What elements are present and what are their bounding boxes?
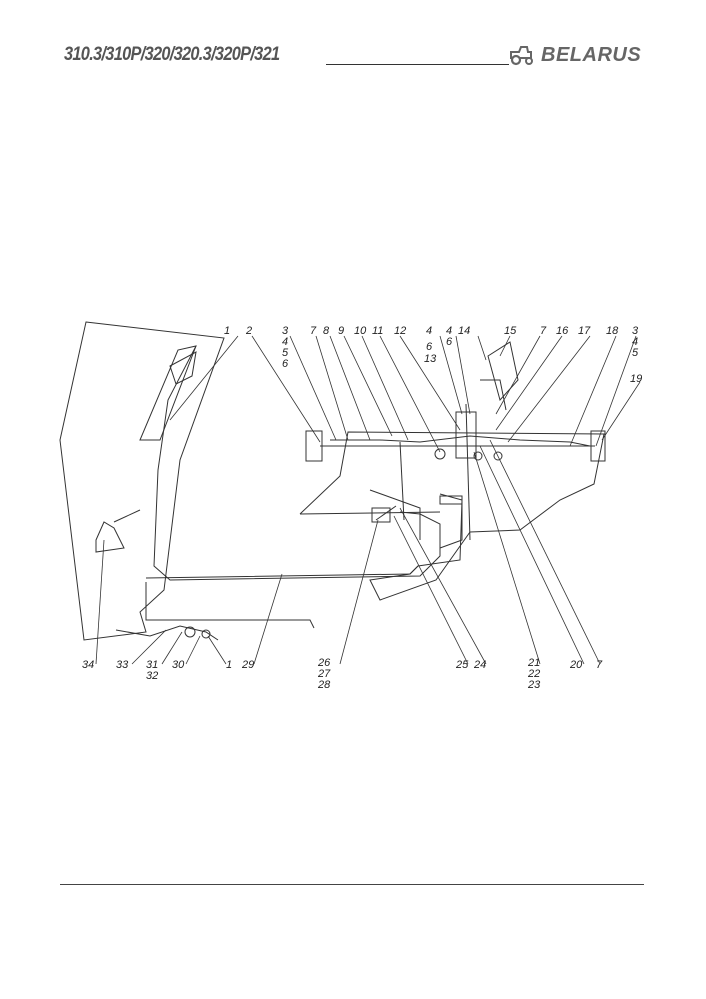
callout-27: 27 <box>317 668 331 680</box>
callout-33: 33 <box>116 659 129 671</box>
callout-4: 4 <box>282 336 288 348</box>
callout-21: 21 <box>527 657 540 669</box>
callout-4-c: 4 <box>446 325 452 337</box>
callout-5: 5 <box>282 347 289 359</box>
callout-16: 16 <box>556 325 569 337</box>
callout-labels: 1 2 3 4 5 6 7 8 9 10 11 12 4 6 13 4 6 14… <box>82 325 642 691</box>
callout-18: 18 <box>606 325 619 337</box>
callout-2: 2 <box>245 325 252 337</box>
callout-12: 12 <box>394 325 406 337</box>
callout-1: 1 <box>224 325 230 337</box>
leader-lines <box>95 335 641 665</box>
callout-8: 8 <box>323 325 330 337</box>
callout-7: 7 <box>310 325 317 337</box>
callout-6-c: 6 <box>446 336 453 348</box>
callout-4-b: 4 <box>426 325 432 337</box>
callout-34: 34 <box>82 659 94 671</box>
callout-15: 15 <box>504 325 517 337</box>
callout-32: 32 <box>146 670 158 682</box>
callout-30: 30 <box>172 659 185 671</box>
callout-7-c: 7 <box>596 659 603 671</box>
brand-name: BELARUS <box>541 43 642 66</box>
callout-6-b: 6 <box>426 341 433 353</box>
callout-9: 9 <box>338 325 344 337</box>
callout-23: 23 <box>527 679 541 691</box>
callout-25: 25 <box>455 659 469 671</box>
callout-7-b: 7 <box>540 325 547 337</box>
callout-10: 10 <box>354 325 367 337</box>
brand-logo: BELARUS <box>507 42 641 68</box>
callout-26: 26 <box>317 657 331 669</box>
callout-29: 29 <box>241 659 254 671</box>
callout-22: 22 <box>527 668 540 680</box>
callout-5-b: 5 <box>632 347 639 359</box>
callout-31: 31 <box>146 659 158 671</box>
footer-rule <box>60 884 644 885</box>
callout-20: 20 <box>569 659 583 671</box>
callout-4-d: 4 <box>632 336 638 348</box>
diagram-outline <box>59 321 606 641</box>
callout-14: 14 <box>458 325 470 337</box>
callout-3-b: 3 <box>632 325 639 337</box>
callout-17: 17 <box>578 325 591 337</box>
callout-28: 28 <box>317 679 331 691</box>
tractor-icon <box>510 46 533 66</box>
page-title: 310.3/310P/320/320.3/320P/321 <box>64 44 280 65</box>
callout-3: 3 <box>282 325 289 337</box>
callout-11: 11 <box>372 325 383 337</box>
header-rule <box>326 64 509 65</box>
callout-24: 24 <box>473 659 486 671</box>
callout-1-b: 1 <box>226 659 232 671</box>
callout-13: 13 <box>424 353 437 365</box>
callout-6: 6 <box>282 358 289 370</box>
callout-19: 19 <box>630 373 642 385</box>
